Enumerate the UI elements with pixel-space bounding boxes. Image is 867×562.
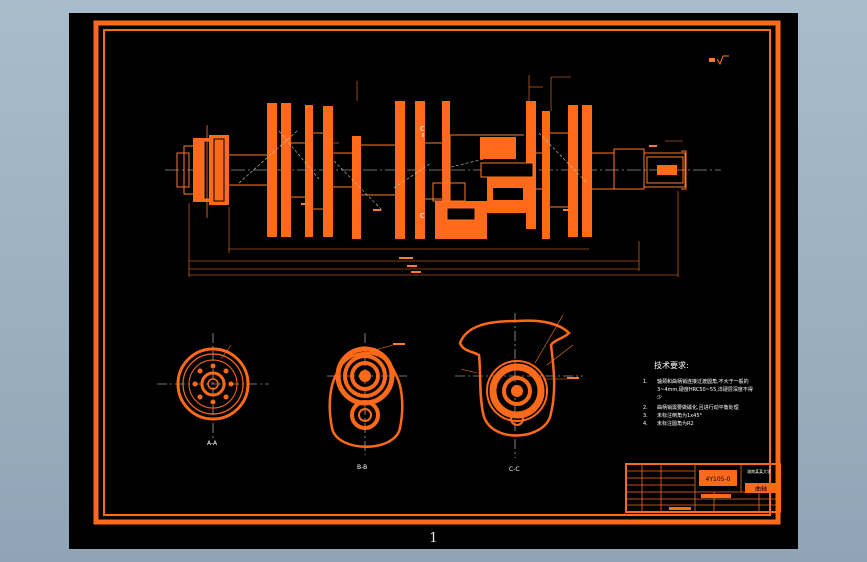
page-number: 1 [429,531,438,546]
rear-end [646,150,687,190]
svg-text:3~4mm,硬度HRC50~55,淬硬层深度不得: 3~4mm,硬度HRC50~55,淬硬层深度不得 [657,386,753,393]
svg-text:4.: 4. [643,421,648,427]
crankshaft-front-view: C C [165,75,721,277]
section-cut-marks: C C [420,125,425,220]
view-b-b-label: B-B [357,464,367,471]
drawing-sheet: C C [69,13,798,549]
view-c-c-label: C-C [509,466,520,473]
drawing-number: 4Y105-0 [706,476,731,483]
view-a-a-label: A-A [207,440,218,447]
svg-text:未标注圆角为R2: 未标注圆角为R2 [657,420,694,427]
school-name: 湖南某某大学 [747,468,771,474]
roughness-symbol [709,55,729,66]
oil-passages [238,130,588,212]
svg-text:C: C [420,125,425,133]
svg-text:2.: 2. [643,405,648,411]
dimension-ticks [301,145,657,273]
title-block: 4Y105-0 曲轴 湖南某某大学 [625,463,781,513]
svg-text:轴颈和曲柄销连接过渡圆角,不大于一般的: 轴颈和曲柄销连接过渡圆角,不大于一般的 [657,378,749,385]
svg-text:C: C [420,212,425,220]
part-name: 曲轴 [755,485,767,493]
svg-text:未标注倒角为1x45°: 未标注倒角为1x45° [657,412,703,419]
cad-drawing: C C [93,20,781,525]
view-b-b: B-B [327,333,407,471]
shaft-outline [229,132,686,229]
svg-text:1.: 1. [643,379,648,385]
inner-frame [103,29,771,516]
notes-title: 技术要求: [654,360,689,370]
svg-text:3.: 3. [643,413,648,419]
svg-text:少: 少 [657,395,662,401]
svg-text:曲柄销需要做磁化,且进行动平衡处理: 曲柄销需要做磁化,且进行动平衡处理 [657,404,739,411]
view-c-c: C-C [455,313,583,473]
dimension-lines [188,75,683,277]
outer-frame [93,20,781,525]
sectioned-journal [432,137,534,239]
front-flange [176,125,229,218]
view-a-a: A-A [157,333,269,447]
technical-notes: 技术要求: 1. 轴颈和曲柄销连接过渡圆角,不大于一般的 3~4mm,硬度HRC… [643,360,753,427]
